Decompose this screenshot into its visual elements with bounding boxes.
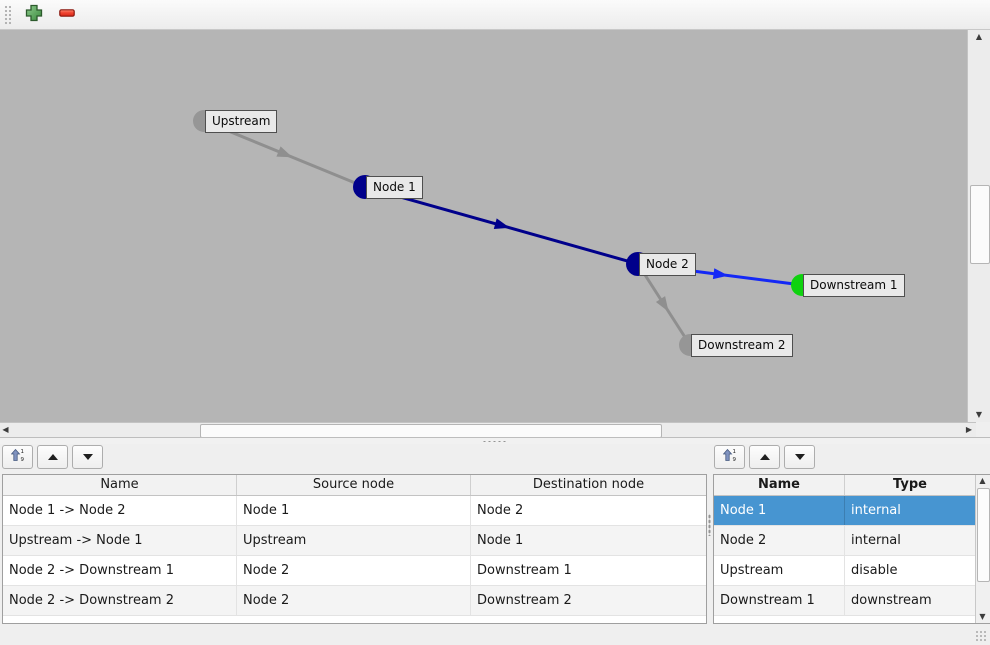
edges-cell[interactable]: Upstream <box>237 526 471 555</box>
minus-icon <box>58 4 76 26</box>
edges-move-down-button[interactable] <box>72 445 103 469</box>
nodes-cell[interactable]: internal <box>851 533 901 548</box>
scroll-down-icon[interactable]: ▼ <box>968 408 990 422</box>
node-label-downstream-2[interactable]: Downstream 2 <box>691 334 793 357</box>
main-toolbar <box>0 0 990 30</box>
nodes-row-upstream[interactable]: Upstream disable <box>714 556 975 586</box>
edges-cell[interactable]: Node 1 <box>237 496 471 525</box>
nodes-cell[interactable]: downstream <box>851 593 932 608</box>
node-label-upstream[interactable]: Upstream <box>205 110 278 133</box>
canvas-horizontal-scrollbar[interactable]: ◀ ▶ <box>0 422 976 437</box>
add-node-button[interactable] <box>22 3 46 27</box>
nodes-cell[interactable]: Node 1 <box>714 496 845 525</box>
nodes-sort-button[interactable]: 1 9 <box>714 445 745 469</box>
scroll-up-icon[interactable]: ▲ <box>976 475 989 487</box>
up-triangle-icon <box>759 454 770 460</box>
edges-sort-button[interactable]: 1 9 <box>2 445 33 469</box>
nodes-cell[interactable]: Downstream 1 <box>714 586 845 615</box>
horizontal-scrollbar-thumb[interactable] <box>200 424 662 437</box>
edges-empty-row <box>3 616 706 623</box>
edges-move-up-button[interactable] <box>37 445 68 469</box>
edges-cell[interactable]: Upstream -> Node 1 <box>3 526 237 555</box>
edge-arrow-icon <box>655 296 669 312</box>
scrollbar-corner <box>976 422 990 437</box>
edges-column-header-source-node[interactable]: Source node <box>237 475 471 495</box>
canvas-vertical-scrollbar[interactable]: ▲ ▼ <box>967 30 990 422</box>
svg-text:9: 9 <box>732 457 736 462</box>
window-resize-grip[interactable] <box>975 630 987 642</box>
node-label-downstream-1[interactable]: Downstream 1 <box>803 274 905 297</box>
nodes-move-up-button[interactable] <box>749 445 780 469</box>
edges-cell[interactable]: Node 2 -> Downstream 2 <box>3 586 237 615</box>
nodes-cell[interactable]: Upstream <box>714 556 845 585</box>
nodes-empty-row <box>714 616 975 623</box>
edges-cell[interactable]: Node 2 <box>477 503 524 518</box>
splitter-grip-icon <box>708 514 711 536</box>
splitter-grip-icon <box>482 440 508 443</box>
nodes-column-header-name[interactable]: Name <box>714 475 845 495</box>
scroll-right-icon[interactable]: ▶ <box>963 423 975 437</box>
plus-icon <box>25 4 43 26</box>
node-label-node-1[interactable]: Node 1 <box>366 176 423 199</box>
svg-text:1: 1 <box>732 449 736 455</box>
edges-toolbar: 1 9 <box>2 445 103 469</box>
nodes-row-downstream-1[interactable]: Downstream 1 downstream <box>714 586 975 616</box>
nodes-column-header-type[interactable]: Type <box>893 477 927 492</box>
nodes-row-node-1[interactable]: Node 1 internal <box>714 496 975 526</box>
edges-cell[interactable]: Downstream 1 <box>477 563 572 578</box>
edges-cell[interactable]: Node 1 -> Node 2 <box>3 496 237 525</box>
nodes-scrollbar-thumb[interactable] <box>977 488 990 582</box>
edges-cell[interactable]: Node 2 <box>237 556 471 585</box>
edges-column-header-destination-node[interactable]: Destination node <box>532 477 645 492</box>
graph-svg[interactable] <box>0 30 966 422</box>
edges-column-header-name[interactable]: Name <box>3 475 237 495</box>
svg-text:1: 1 <box>20 449 24 455</box>
sort-ascending-icon: 1 9 <box>722 448 737 466</box>
nodes-toolbar: 1 9 <box>714 445 815 469</box>
edges-cell[interactable]: Node 1 <box>477 533 524 548</box>
svg-text:9: 9 <box>20 457 24 462</box>
sort-ascending-icon: 1 9 <box>10 448 25 466</box>
edge-arrow-icon <box>276 146 293 158</box>
up-triangle-icon <box>47 454 58 460</box>
edge-arrow-icon <box>493 218 510 229</box>
edge-arrow-icon <box>712 268 729 280</box>
scroll-down-icon[interactable]: ▼ <box>976 611 989 623</box>
nodes-cell[interactable]: disable <box>851 563 898 578</box>
scroll-left-icon[interactable]: ◀ <box>0 423 11 437</box>
node-label-node-2[interactable]: Node 2 <box>639 253 696 276</box>
nodes-cell[interactable]: Node 2 <box>714 526 845 555</box>
toolbar-drag-handle[interactable] <box>4 4 11 25</box>
vertical-scrollbar-thumb[interactable] <box>970 185 990 264</box>
nodes-table-header: Name Type <box>714 475 975 496</box>
horizontal-splitter[interactable] <box>0 437 990 445</box>
edges-cell[interactable]: Node 2 -> Downstream 1 <box>3 556 237 585</box>
nodes-table-scrollbar[interactable]: ▲ ▼ <box>975 475 990 623</box>
remove-node-button[interactable] <box>55 3 79 27</box>
nodes-cell[interactable]: internal <box>851 503 901 518</box>
down-triangle-icon <box>82 454 93 460</box>
nodes-row-node-2[interactable]: Node 2 internal <box>714 526 975 556</box>
down-triangle-icon <box>794 454 805 460</box>
edges-cell[interactable]: Node 2 <box>237 586 471 615</box>
edges-cell[interactable]: Downstream 2 <box>477 593 572 608</box>
nodes-move-down-button[interactable] <box>784 445 815 469</box>
scroll-up-icon[interactable]: ▲ <box>968 30 990 44</box>
vertical-splitter[interactable] <box>708 444 712 645</box>
